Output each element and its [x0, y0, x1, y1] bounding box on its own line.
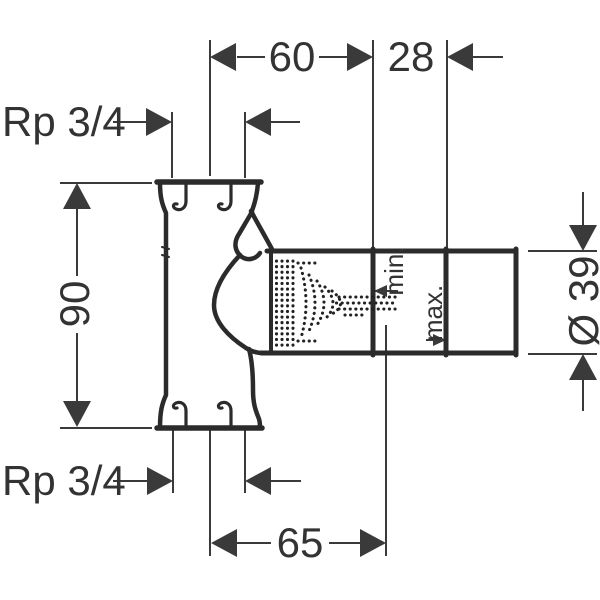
- thread-hook-top-left: [171, 182, 188, 212]
- dimension-label-body-height: 90: [51, 280, 98, 328]
- thread-hook-top-right: [216, 182, 233, 212]
- dimension-label-top-width: 60: [268, 33, 316, 80]
- spindle-housing: [258, 246, 519, 358]
- thread-hook-bottom-right: [216, 400, 233, 430]
- valve-body-outline: [154, 179, 276, 431]
- depth-label-min: min.: [379, 246, 409, 296]
- dimension-lines: [60, 40, 597, 556]
- dimension-label-top-offset: 28: [387, 33, 435, 80]
- depth-label-max: max.: [418, 284, 448, 342]
- max-leader-arrow: [433, 334, 446, 346]
- thread-label-bottom: Rp 3/4: [2, 457, 126, 504]
- thread-hook-bottom-left: [171, 400, 188, 430]
- thread-label-top: Rp 3/4: [2, 98, 126, 145]
- min-leader-arrow: [374, 285, 387, 297]
- dimension-label-bottom-width: 65: [276, 519, 324, 566]
- dimension-arrowheads: [63, 43, 597, 557]
- cartridge-thread-texture: [274, 259, 400, 349]
- dimension-label-diameter: Ø 39: [560, 255, 600, 346]
